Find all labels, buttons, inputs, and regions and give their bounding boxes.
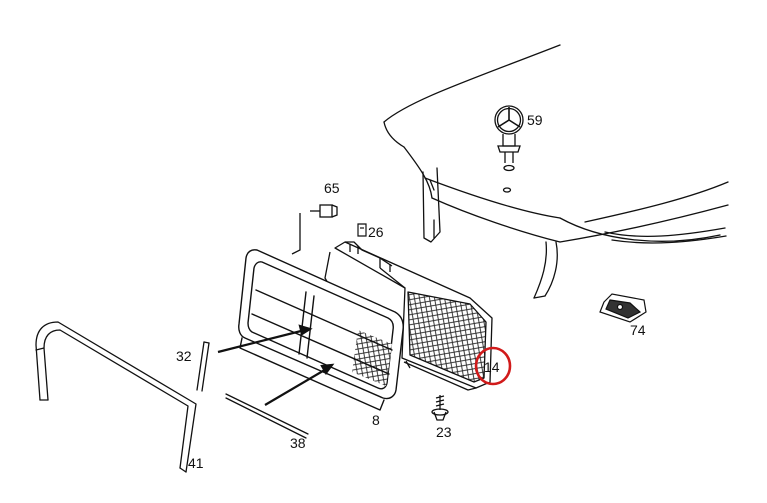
callout-32: 32 <box>176 348 192 364</box>
callout-26: 26 <box>368 224 384 240</box>
hood-lock-bracket <box>599 293 647 323</box>
trim-strip-short <box>196 341 210 392</box>
star-emblem <box>494 105 524 193</box>
callout-59: 59 <box>527 112 543 128</box>
highlight-circle <box>474 346 512 386</box>
callout-38: 38 <box>290 435 306 451</box>
pointer-arrows <box>217 324 335 406</box>
bolt <box>291 204 338 255</box>
headlamp-surround-trim <box>35 321 197 473</box>
callout-65: 65 <box>324 180 340 196</box>
callout-41: 41 <box>188 455 204 471</box>
callout-14: 14 <box>484 359 500 375</box>
hood-panel <box>383 44 729 299</box>
callout-23: 23 <box>436 424 452 440</box>
grille-mesh-insert <box>324 241 493 391</box>
callout-8: 8 <box>372 412 380 428</box>
screw <box>431 395 449 421</box>
seal-strip <box>225 393 309 439</box>
callout-74: 74 <box>630 322 646 338</box>
clip <box>357 223 367 237</box>
radiator-grille-frame <box>238 249 404 411</box>
